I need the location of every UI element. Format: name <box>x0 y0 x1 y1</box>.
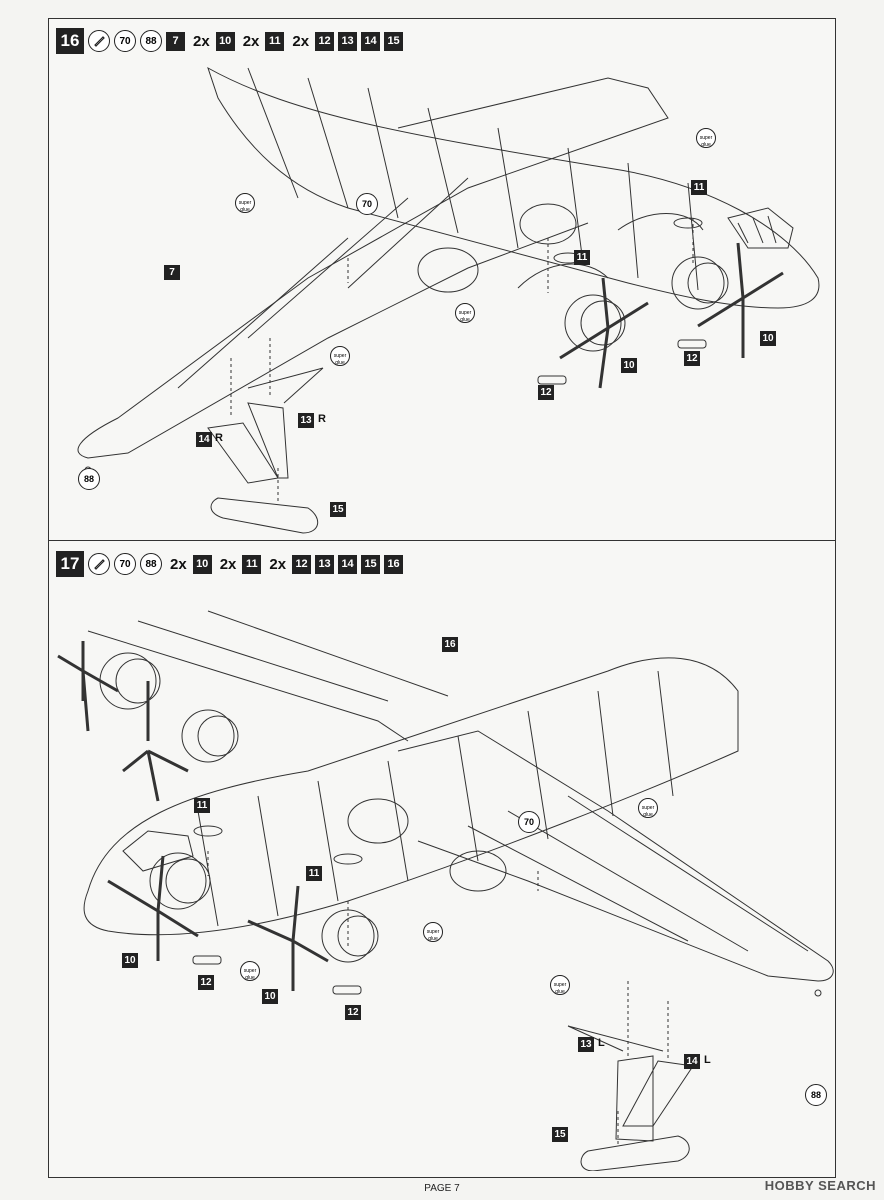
part-label: 14 <box>684 1054 700 1069</box>
part-label: 11 <box>194 798 210 813</box>
tool-callout-88: 88 <box>805 1084 827 1106</box>
super-glue-icon: super glue <box>550 975 570 995</box>
part-label: 12 <box>684 351 700 366</box>
part-number-badge: 15 <box>361 554 381 574</box>
step-16-aircraft-drawing <box>77 66 820 534</box>
part-number-badge: 7 <box>166 31 185 51</box>
part-label: 12 <box>345 1005 361 1020</box>
step-number: 17 <box>56 551 84 577</box>
part-quantity: 2x <box>219 555 237 573</box>
part-number-badge: 14 <box>361 31 381 51</box>
super-glue-icon: super glue <box>240 961 260 981</box>
super-glue-icon: super glue <box>696 128 716 148</box>
part-label: 7 <box>164 265 180 280</box>
part-quantity: 2x <box>292 32 310 50</box>
part-number-badge: 16 <box>384 554 404 574</box>
part-number-badge: 10 <box>192 554 212 574</box>
part-label: 14 <box>196 432 212 447</box>
part-quantity: 2x <box>269 555 287 573</box>
super-glue-icon: super glue <box>455 303 475 323</box>
part-number-badge: 11 <box>265 31 285 51</box>
side-letter: L <box>598 1037 605 1049</box>
tool-callout-70: 70 <box>114 553 136 575</box>
glue-brush-icon <box>88 30 110 52</box>
part-number-badge: 13 <box>338 31 358 51</box>
watermark: HOBBY SEARCH <box>764 1178 876 1193</box>
part-number-badge: 10 <box>215 31 235 51</box>
part-number-badge: 15 <box>384 31 404 51</box>
part-quantity: 2x <box>242 32 260 50</box>
part-number-badge: 11 <box>242 554 262 574</box>
part-label: 10 <box>122 953 138 968</box>
step-number: 16 <box>56 28 84 54</box>
part-number-badge: 14 <box>338 554 358 574</box>
step-16-header: 16 70 88 7 2x 10 2x 11 2x 12 13 14 15 <box>56 28 404 54</box>
part-quantity: 2x <box>193 32 210 50</box>
part-label: 12 <box>198 975 214 990</box>
part-label: 11 <box>306 866 322 881</box>
instruction-page-frame <box>48 18 836 1178</box>
part-label: 12 <box>538 385 554 400</box>
side-letter: R <box>318 413 326 425</box>
part-label: 10 <box>262 989 278 1004</box>
tool-callout-70: 70 <box>114 30 136 52</box>
part-quantity: 2x <box>170 555 187 573</box>
tool-callout-70: 70 <box>518 811 540 833</box>
part-label: 15 <box>330 502 346 517</box>
part-number-badge: 12 <box>292 554 312 574</box>
part-label: 15 <box>552 1127 568 1142</box>
part-label: 10 <box>760 331 776 346</box>
part-number-badge: 12 <box>315 31 335 51</box>
tool-callout-88: 88 <box>140 553 162 575</box>
super-glue-icon: super glue <box>330 346 350 366</box>
tool-callout-88: 88 <box>140 30 162 52</box>
step-17-header: 17 70 88 2x 10 2x 11 2x 12 13 14 15 16 <box>56 551 404 577</box>
super-glue-icon: super glue <box>235 193 255 213</box>
glue-brush-icon <box>88 553 110 575</box>
part-label: 13 <box>298 413 314 428</box>
part-label: 13 <box>578 1037 594 1052</box>
part-label: 11 <box>574 250 590 265</box>
part-number-badge: 13 <box>315 554 335 574</box>
step-16-panel: 16 70 88 7 2x 10 2x 11 2x 12 13 14 15 <box>48 18 836 541</box>
tool-callout-88: 88 <box>78 468 100 490</box>
super-glue-icon: super glue <box>423 922 443 942</box>
part-label: 16 <box>442 637 458 652</box>
super-glue-icon: super glue <box>638 798 658 818</box>
part-label: 10 <box>621 358 637 373</box>
side-letter: R <box>215 432 223 444</box>
step-17-aircraft-drawing <box>57 610 834 1171</box>
tool-callout-70: 70 <box>356 193 378 215</box>
part-label: 11 <box>691 180 707 195</box>
page-number: PAGE 7 <box>424 1183 460 1194</box>
step-17-panel: 17 70 88 2x 10 2x 11 2x 12 13 14 15 16 <box>48 541 836 1178</box>
side-letter: L <box>704 1054 711 1066</box>
